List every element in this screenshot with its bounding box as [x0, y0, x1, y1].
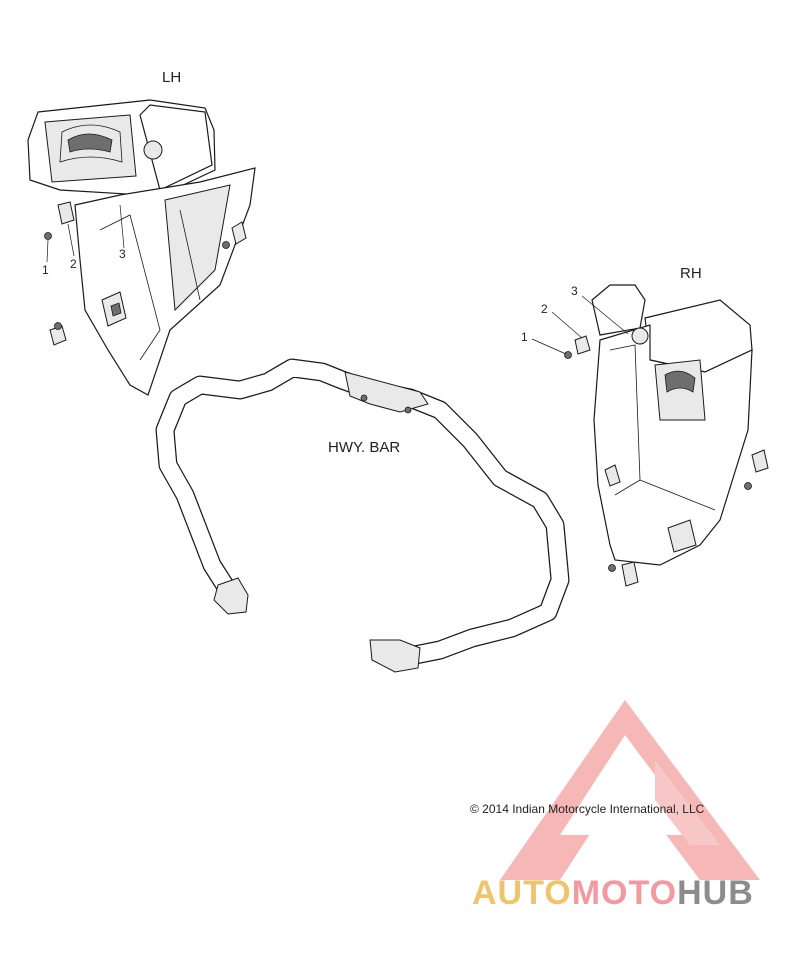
watermark-wordmark: AUTOMOTOHUB	[472, 874, 754, 913]
rh-callout-3: 3	[571, 284, 578, 298]
lh-callout-1: 1	[42, 263, 49, 277]
rh-fairing-panel	[564, 284, 769, 587]
watermark-moto: MOTO	[571, 874, 678, 912]
lh-fairing-panel	[27, 99, 256, 396]
watermark-auto: AUTO	[472, 874, 572, 912]
hwy-bar-label: HWY. BAR	[328, 439, 400, 456]
rh-callout-2: 2	[541, 302, 548, 316]
lh-label: LH	[162, 69, 181, 86]
lh-callout-3: 3	[119, 247, 126, 261]
lh-callout-2: 2	[70, 257, 77, 271]
watermark-hub: HUB	[677, 874, 754, 912]
copyright-text: © 2014 Indian Motorcycle International, …	[470, 802, 705, 816]
rh-callout-1: 1	[521, 330, 528, 344]
watermark-logo	[500, 700, 760, 880]
highway-bar	[155, 358, 570, 673]
rh-label: RH	[680, 265, 702, 282]
